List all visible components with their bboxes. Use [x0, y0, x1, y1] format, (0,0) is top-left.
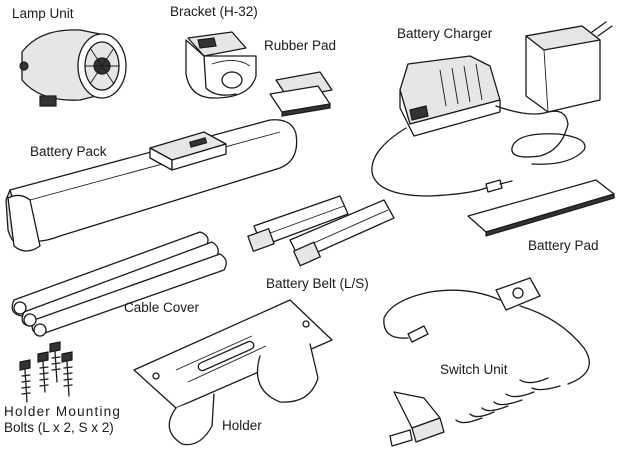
label-rubber-pad: Rubber Pad [264, 38, 337, 53]
label-battery-pack: Battery Pack [30, 144, 107, 159]
switch-unit-illustration [383, 277, 590, 447]
label-holder-bolts-line1: Holder Mounting [4, 404, 122, 419]
battery-pad-illustration [467, 179, 615, 237]
holder-bolts-illustration [19, 341, 73, 403]
battery-belt-illustration [247, 195, 395, 267]
label-battery-belt: Battery Belt (L/S) [266, 276, 369, 291]
label-battery-charger: Battery Charger [397, 26, 493, 41]
battery-pack-illustration [5, 119, 298, 252]
label-battery-pad: Battery Pad [528, 238, 599, 253]
holder-illustration [133, 299, 333, 446]
label-bracket: Bracket (H-32) [170, 4, 258, 19]
rubber-pad-illustration [269, 71, 333, 117]
battery-charger-adapter-illustration [495, 21, 613, 165]
bracket-illustration [185, 31, 257, 99]
label-cable-cover: Cable Cover [124, 300, 200, 315]
label-holder: Holder [222, 418, 262, 433]
label-switch-unit: Switch Unit [440, 362, 508, 377]
label-lamp-unit: Lamp Unit [12, 6, 74, 21]
lamp-unit-illustration [19, 29, 127, 107]
battery-charger-base-illustration [371, 55, 513, 197]
cable-cover-illustration [11, 231, 227, 337]
label-holder-bolts-line2: Bolts (L x 2, S x 2) [4, 420, 114, 435]
